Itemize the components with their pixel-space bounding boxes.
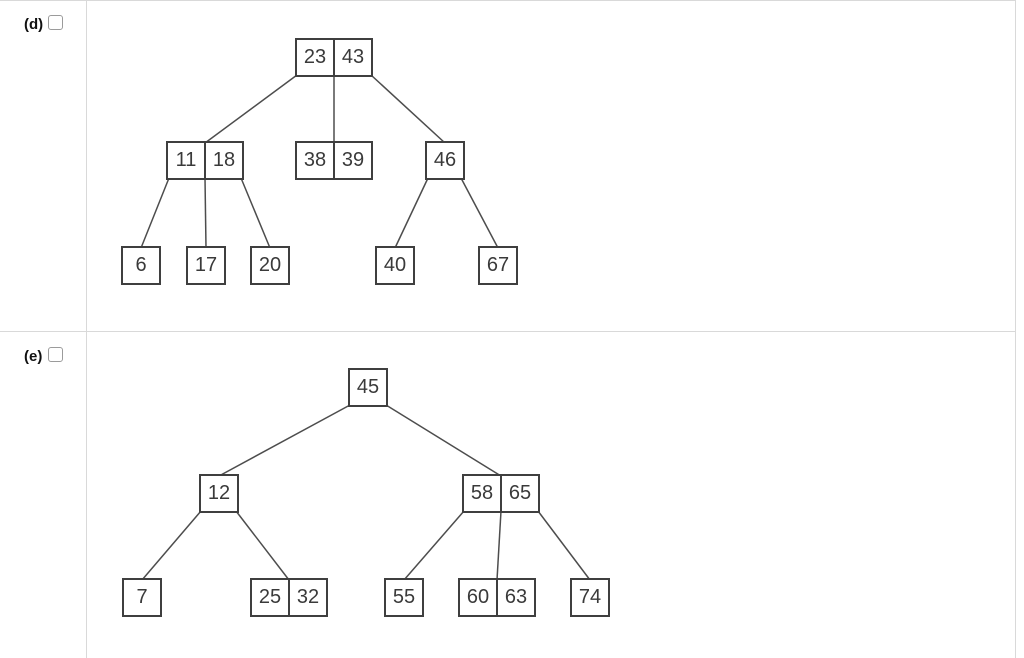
tree-node: 60 63 bbox=[458, 578, 536, 617]
node-key-cell: 46 bbox=[433, 149, 457, 171]
node-key-cell: 63 bbox=[496, 580, 534, 615]
tree-edge bbox=[537, 510, 591, 581]
tree-edge bbox=[394, 177, 429, 249]
right-column-divider bbox=[1015, 0, 1016, 658]
tree-edge bbox=[204, 74, 298, 144]
tree-edge bbox=[370, 74, 446, 144]
tree-node: 20 bbox=[250, 246, 290, 285]
node-key-cell: 6 bbox=[135, 254, 147, 276]
tree-edge bbox=[496, 510, 502, 581]
tree-edge bbox=[218, 404, 351, 477]
tree-node: 12 bbox=[199, 474, 239, 513]
tree-node: 46 bbox=[425, 141, 465, 180]
node-key-cell: 7 bbox=[136, 586, 148, 608]
node-key-cell: 12 bbox=[207, 482, 231, 504]
tree-node: 40 bbox=[375, 246, 415, 285]
tree-node: 55 bbox=[384, 578, 424, 617]
tree-node: 38 39 bbox=[295, 141, 373, 180]
option-e-label: (e) bbox=[24, 348, 43, 365]
option-d-checkbox[interactable] bbox=[48, 15, 63, 30]
tree-node: 11 18 bbox=[166, 141, 244, 180]
tree-node: 67 bbox=[478, 246, 518, 285]
tree-node: 7 bbox=[122, 578, 162, 617]
node-key-cell: 45 bbox=[356, 376, 380, 398]
node-key-cell: 20 bbox=[258, 254, 282, 276]
tree-edge bbox=[460, 177, 499, 249]
node-key-cell: 43 bbox=[333, 40, 371, 75]
node-key-cell: 55 bbox=[392, 586, 416, 608]
tree-node: 74 bbox=[570, 578, 610, 617]
node-key-cell: 25 bbox=[258, 586, 282, 608]
node-key-cell: 65 bbox=[500, 476, 538, 511]
node-key-cell: 60 bbox=[466, 586, 490, 608]
label-column-divider bbox=[86, 0, 87, 658]
node-key-cell: 17 bbox=[194, 254, 218, 276]
tree-edge bbox=[385, 404, 502, 477]
tree-node: 25 32 bbox=[250, 578, 328, 617]
node-key-cell: 23 bbox=[303, 46, 327, 68]
tree-edge bbox=[204, 177, 207, 249]
node-key-cell: 58 bbox=[470, 482, 494, 504]
node-key-cell: 11 bbox=[175, 149, 197, 171]
node-key-cell: 39 bbox=[333, 143, 371, 178]
option-e-checkbox[interactable] bbox=[48, 347, 63, 362]
tree-node: 45 bbox=[348, 368, 388, 407]
node-key-cell: 74 bbox=[578, 586, 602, 608]
node-key-cell: 38 bbox=[303, 149, 327, 171]
tree-node: 58 65 bbox=[462, 474, 540, 513]
node-key-cell: 32 bbox=[288, 580, 326, 615]
tree-edge bbox=[403, 510, 465, 581]
node-key-cell: 67 bbox=[486, 254, 510, 276]
tree-edge bbox=[240, 177, 271, 249]
tree-node: 17 bbox=[186, 246, 226, 285]
node-key-cell: 40 bbox=[383, 254, 407, 276]
node-key-cell: 18 bbox=[204, 143, 242, 178]
tree-edge bbox=[235, 510, 290, 581]
section-divider bbox=[0, 331, 1016, 332]
option-d-label: (d) bbox=[24, 16, 44, 33]
tree-edge bbox=[141, 510, 202, 581]
tree-node: 6 bbox=[121, 246, 161, 285]
top-border bbox=[0, 0, 1016, 1]
tree-edge bbox=[140, 177, 170, 249]
tree-node: 23 43 bbox=[295, 38, 373, 77]
